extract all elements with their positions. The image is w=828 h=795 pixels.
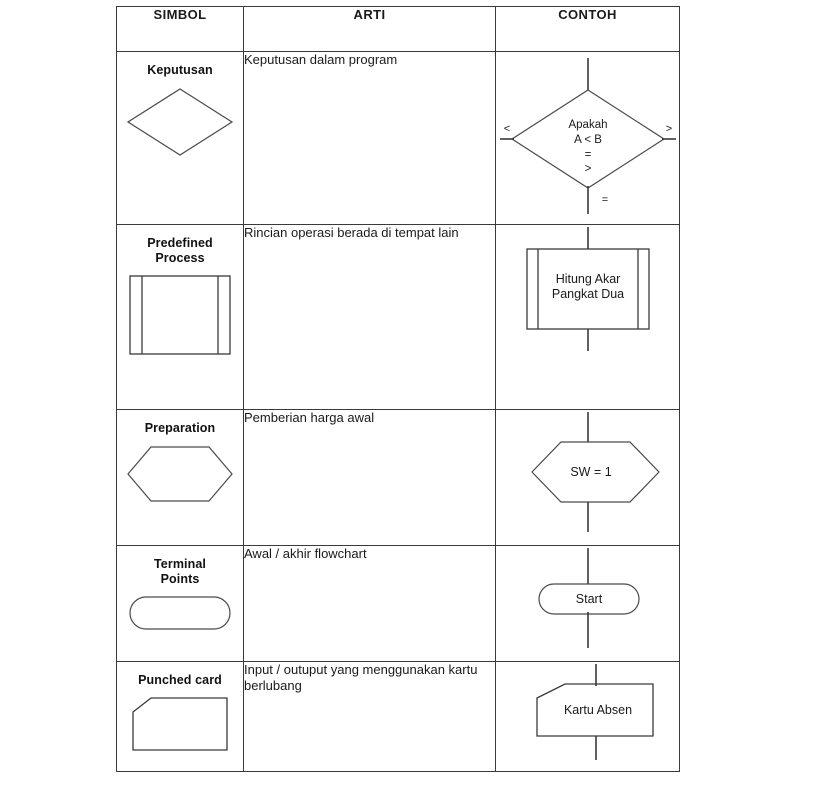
table-row: Terminal Points Awal / akhir flowchart [116, 545, 680, 662]
predefined-text-line-2: Pangkat Dua [551, 287, 623, 301]
meaning-text: Rincian operasi berada di tempat lain [244, 225, 459, 240]
symbol-label-terminal-points: Terminal Points [117, 546, 243, 587]
meaning-cell-keputusan: Keputusan dalam program [243, 51, 496, 225]
meaning-cell-preparation: Pemberian harga awal [243, 409, 496, 546]
example-cell-terminal-points: Start [495, 545, 680, 662]
symbol-label-preparation: Preparation [144, 421, 216, 435]
symbol-label-line-2: Process [155, 251, 205, 265]
terminal-text: Start [575, 592, 602, 606]
decision-text-line-3: = [584, 149, 591, 161]
example-diagram-decision: Apakah A < B = > < > = [496, 52, 679, 218]
meaning-text: Pemberian harga awal [244, 410, 375, 425]
table-row: Preparation Pemberian harga awal [116, 409, 680, 546]
decision-text-line-1: Apakah [568, 119, 607, 131]
table-row: Predefined Process Rincian operasi berad… [116, 224, 680, 410]
symbol-cell-punched-card: Punched card [116, 661, 244, 772]
symbol-cell-preparation: Preparation [116, 409, 244, 546]
example-cell-punched-card: Kartu Absen [495, 661, 680, 772]
example-diagram-preparation: SW = 1 [496, 410, 679, 534]
meaning-text: Keputusan dalam program [244, 52, 398, 67]
example-diagram-terminal-points: Start [496, 546, 679, 650]
symbol-label-keputusan: Keputusan [147, 63, 213, 77]
punched-card-text: Kartu Absen [563, 703, 631, 717]
symbol-shape-stadium [117, 587, 243, 631]
preparation-text: SW = 1 [570, 465, 611, 479]
decision-branch-bottom-label: = [601, 194, 607, 206]
column-header-arti: ARTI [243, 6, 496, 52]
example-diagram-predefined-process: Hitung Akar Pangkat Dua [496, 225, 679, 353]
column-header-contoh: CONTOH [495, 6, 680, 52]
decision-branch-left-label: < [503, 123, 509, 135]
flowchart-symbol-table: SIMBOL ARTI CONTOH Keputusan Keputusan d [116, 6, 680, 772]
example-cell-predefined-process: Hitung Akar Pangkat Dua [495, 224, 680, 410]
symbol-label-line-1: Predefined [147, 236, 213, 250]
table-header-row: SIMBOL ARTI CONTOH [116, 6, 680, 52]
decision-branch-right-label: > [665, 123, 671, 135]
decision-text-line-2: A < B [574, 134, 602, 146]
example-cell-keputusan: Apakah A < B = > < > = [495, 51, 680, 225]
symbol-label-line-2: Points [160, 572, 200, 586]
meaning-cell-punched-card: Input / outuput yang menggunakan kartu b… [243, 661, 496, 772]
meaning-cell-predefined-process: Rincian operasi berada di tempat lain [243, 224, 496, 410]
example-diagram-punched-card: Kartu Absen [496, 662, 679, 762]
symbol-label-punched-card: Punched card [138, 673, 222, 687]
symbol-shape-diamond [117, 78, 243, 158]
symbol-shape-predefined-process [117, 266, 243, 356]
symbol-label-predefined-process: Predefined Process [117, 225, 243, 266]
symbol-cell-terminal-points: Terminal Points [116, 545, 244, 662]
decision-text-line-4: > [584, 163, 591, 175]
symbol-shape-punched-card [117, 688, 243, 752]
meaning-text: Input / outuput yang menggunakan kartu b… [244, 662, 478, 693]
symbol-cell-keputusan: Keputusan [116, 51, 244, 225]
table-row: Keputusan Keputusan dalam program [116, 51, 680, 225]
meaning-cell-terminal-points: Awal / akhir flowchart [243, 545, 496, 662]
meaning-text: Awal / akhir flowchart [244, 546, 367, 561]
symbol-shape-hexagon [117, 436, 243, 504]
column-header-simbol: SIMBOL [116, 6, 244, 52]
table-row: Punched card Input / outuput yang menggu… [116, 661, 680, 772]
example-cell-preparation: SW = 1 [495, 409, 680, 546]
symbol-label-line-1: Terminal [154, 557, 206, 571]
predefined-text-line-1: Hitung Akar [555, 272, 620, 286]
symbol-cell-predefined-process: Predefined Process [116, 224, 244, 410]
